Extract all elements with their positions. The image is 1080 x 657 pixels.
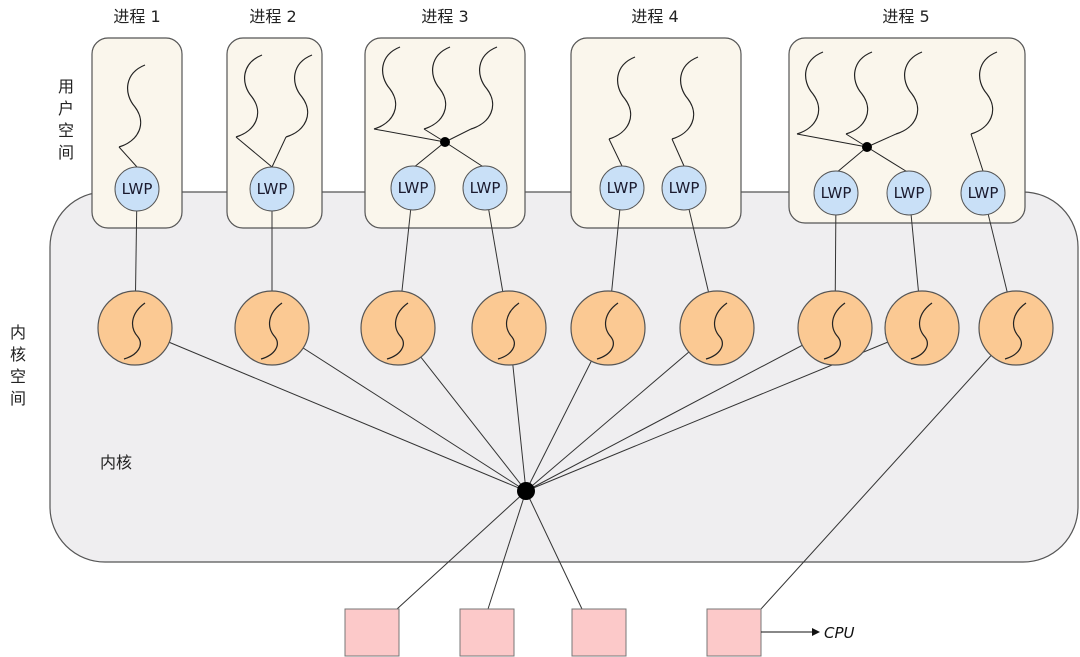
user-thread-icon <box>423 46 451 130</box>
user-thread-icon <box>285 54 313 138</box>
lwp-label: LWP <box>669 179 700 197</box>
cpu-box <box>706 608 762 657</box>
user-thread-icon <box>671 56 699 140</box>
thread-link <box>835 146 868 174</box>
hub-cpu-link <box>487 490 527 610</box>
cpu-box <box>459 608 515 657</box>
lwp-label: LWP <box>398 179 429 197</box>
thread-link <box>866 133 897 148</box>
cpu-label: CPU <box>824 624 855 642</box>
kernel-thread-node <box>360 290 436 366</box>
junction-dot <box>440 137 450 147</box>
thread-squiggle-icon <box>596 302 619 360</box>
lwp-label: LWP <box>968 184 999 202</box>
thread-link <box>608 138 623 167</box>
process-title: 进程 3 <box>421 7 468 26</box>
thread-squiggle-icon <box>910 302 933 360</box>
lwp-node <box>813 170 859 216</box>
thread-link <box>970 133 984 172</box>
process-title: 进程 5 <box>882 7 929 26</box>
process-box <box>226 37 323 229</box>
lwp-node <box>661 165 707 211</box>
process-title: 进程 4 <box>631 7 678 26</box>
thread-link <box>373 128 446 143</box>
kernel-space-region <box>49 191 1079 563</box>
junction-dot <box>862 142 872 152</box>
cpu-box <box>571 608 627 657</box>
thread-link <box>866 146 910 174</box>
thread-squiggle-icon <box>497 302 520 360</box>
kernel-thread-node <box>234 290 310 366</box>
kernel-thread-node <box>884 290 960 366</box>
kernel-thread-node <box>679 290 755 366</box>
user-thread-icon <box>470 46 498 130</box>
lwp-label: LWP <box>470 179 501 197</box>
user-thread-icon <box>796 51 824 135</box>
kernel-space-label: 内核空间 <box>10 323 26 408</box>
thread-link <box>412 141 446 169</box>
cpu-box <box>344 608 400 657</box>
lwp-node <box>599 165 645 211</box>
user-thread-icon <box>970 51 998 135</box>
kthread-hub-link <box>525 327 718 492</box>
thread-squiggle-icon <box>823 302 846 360</box>
user-thread-icon <box>118 64 146 148</box>
thread-link <box>235 136 273 168</box>
process-box <box>91 37 183 229</box>
thread-link <box>444 141 486 169</box>
kernel-thread-node <box>978 290 1054 366</box>
user-thread-icon <box>845 51 873 135</box>
lwp-node <box>390 165 436 211</box>
lwp-node <box>249 166 295 212</box>
thread-squiggle-icon <box>705 302 728 360</box>
lwp-node <box>462 165 508 211</box>
lwp-label: LWP <box>122 180 153 198</box>
thread-squiggle-icon <box>1004 302 1027 360</box>
kernel-thread-node <box>797 290 873 366</box>
user-thread-icon <box>608 56 636 140</box>
thread-squiggle-icon <box>386 302 409 360</box>
hub-cpu-link <box>525 490 583 610</box>
lwp-node <box>960 170 1006 216</box>
kernel-thread-node <box>570 290 646 366</box>
thread-squiggle-icon <box>260 302 283 360</box>
thread-squiggle-icon <box>123 302 146 360</box>
hub-cpu-link <box>396 490 527 610</box>
user-thread-icon <box>373 46 401 130</box>
lwp-node <box>114 166 160 212</box>
process-box <box>570 37 742 229</box>
lwp-label: LWP <box>821 184 852 202</box>
kthread-hub-link <box>525 327 836 492</box>
thread-link <box>671 138 685 167</box>
lwp-label: LWP <box>257 180 288 198</box>
user-thread-icon <box>895 51 923 135</box>
kthread-hub-link <box>134 327 527 492</box>
thread-link <box>118 146 138 168</box>
process-title: 进程 1 <box>113 7 160 26</box>
bound-cpu-link <box>760 327 1017 610</box>
kthread-hub-link <box>271 327 527 492</box>
kernel-thread-node <box>97 290 173 366</box>
kernel-thread-node <box>471 290 547 366</box>
lwp-label: LWP <box>607 179 638 197</box>
lwp-node <box>886 170 932 216</box>
lwp-label: LWP <box>894 184 925 202</box>
user-space-label: 用户空间 <box>58 77 74 162</box>
user-thread-icon <box>235 54 263 138</box>
kernel-label: 内核 <box>100 453 132 472</box>
arrow-head-icon <box>812 628 820 636</box>
process-title: 进程 2 <box>249 7 296 26</box>
thread-link <box>271 136 287 168</box>
thread-link <box>796 133 868 148</box>
scheduler-hub <box>517 482 535 500</box>
